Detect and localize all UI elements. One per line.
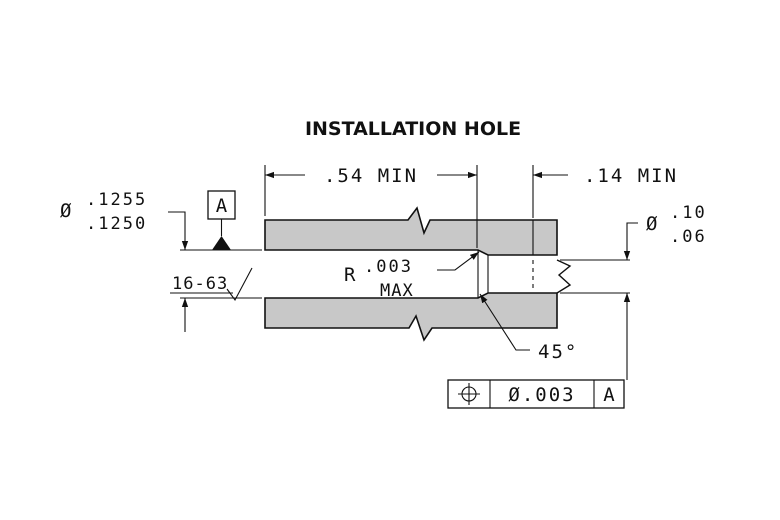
radius-value: .003 xyxy=(364,257,413,277)
outer-depth-label: .14 MIN xyxy=(584,165,678,187)
depth-label: .54 MIN xyxy=(324,165,418,187)
surface-finish-symbol xyxy=(226,267,253,302)
small-dia-lower: .06 xyxy=(670,227,707,247)
radius-leader xyxy=(437,251,480,271)
radius-prefix: R xyxy=(344,264,356,286)
chamfer-angle: 45° xyxy=(538,341,578,363)
fcf-datum: A xyxy=(603,384,615,406)
datum-letter: A xyxy=(216,195,228,217)
surface-finish-label: 16-63 xyxy=(172,274,228,294)
fcf-tolerance: Ø.003 xyxy=(508,384,575,406)
upper-wall xyxy=(264,206,558,256)
bore-dia-lower: .1250 xyxy=(86,214,147,234)
drawing-title: INSTALLATION HOLE xyxy=(305,118,521,140)
feature-control-frame: Ø.003 A xyxy=(447,379,625,409)
small-dia-upper: .10 xyxy=(670,203,707,223)
small-dia-leader-top xyxy=(623,222,638,260)
bore-dia-symbol: Ø xyxy=(60,200,72,222)
datum-triangle xyxy=(212,236,231,250)
small-hole-break xyxy=(556,259,572,294)
chamfer-leader xyxy=(479,293,530,351)
position-icon xyxy=(458,383,480,405)
bore-dia-upper: .1255 xyxy=(86,190,147,210)
small-dia-symbol: Ø xyxy=(646,213,658,235)
bore-dia-leader-top xyxy=(168,211,189,250)
radius-note: MAX xyxy=(380,281,414,301)
datum-box xyxy=(207,190,236,220)
